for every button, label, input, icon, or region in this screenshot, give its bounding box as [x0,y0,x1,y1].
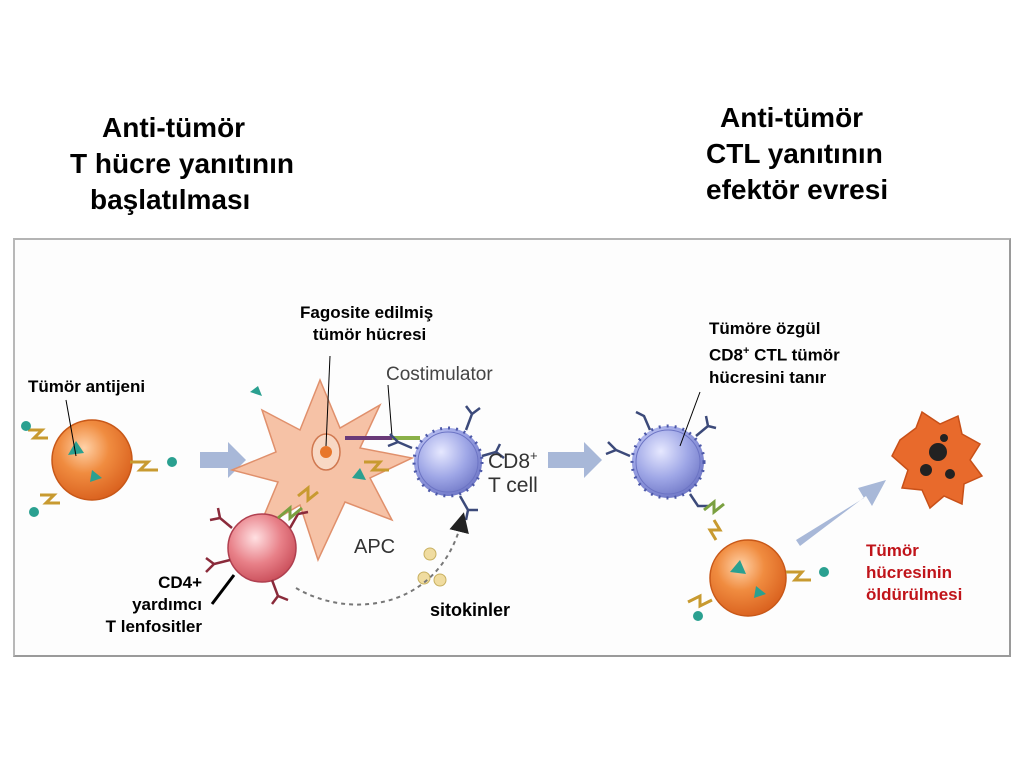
cd4-label-line2: yardımcı [132,595,202,614]
cd8-cell-sup: + [530,448,538,463]
cd8-cell-label-line2: T cell [488,474,538,497]
cd4-label-line3: T lenfositler [105,617,202,636]
phagocytosed-label-line1: Fagosite edilmiş [300,303,434,322]
mhc-receptor-icon [28,428,158,505]
arrow-icon [796,480,886,546]
recognizes-label-line2: CD8+ CTL tümör [709,340,840,367]
phagocytosed-label-line2: tümör hücresi [312,325,427,344]
right-title-line3: efektör evresi [706,174,889,205]
right-title: Anti-tümör CTL yanıtının efektör evresi [706,100,888,208]
cd8-t-cell-right [605,410,725,516]
apc-label: APC [354,536,396,558]
cytokines-label: sitokinler [430,600,511,620]
cd8-cell-label: CD8+ T cell [488,444,538,498]
recognizes-ctl: CTL tümör [749,345,840,365]
kill-label-line1: Tümör [866,541,919,560]
left-title-line3: başlatılması [90,184,251,215]
cytokines [417,547,447,587]
arrow-icon [548,442,602,478]
kill-label-line2: hücresinin [866,563,952,582]
recognizes-label-line3: hücresini tanır [709,367,827,387]
costimulator-label: Costimulator [386,364,493,385]
left-title-line2: T hücre yanıtının [70,148,295,179]
diagram-panel [13,238,1011,657]
recognizes-cd8: CD8 [709,345,744,365]
left-title: Anti-tümör T hücre yanıtının başlatılmas… [70,110,294,218]
right-title-line1: Anti-tümör [720,102,864,133]
tumor-antigen-label: Tümör antijeni [28,377,146,396]
cd4-label: CD4+ yardımcı T lenfositler [70,572,202,638]
apc-cell [229,378,415,563]
cd8-cell-label-line1: CD8+ [488,444,538,474]
cd8-cell-cd8: CD8 [488,450,531,473]
tumor-cell-right [687,519,829,621]
cd4-t-cell [205,504,309,605]
phagocytosed-label: Fagosite edilmiş tümör hücresi [300,302,433,346]
killed-tumor-cell [891,410,984,510]
cd8-t-cell-left [387,405,505,521]
kill-label-line3: öldürülmesi [866,585,963,604]
recognizes-label-line1: Tümöre özgül [709,319,821,338]
right-title-line2: CTL yanıtının [706,138,883,169]
recognizes-label: Tümöre özgül CD8+ CTL tümör hücresini ta… [709,318,840,389]
cd4-label-line1: CD4+ [158,573,202,592]
kill-label: Tümör hücresinin öldürülmesi [866,540,962,606]
recognizes-cd8-sup: + [743,345,750,357]
tumor-cell-left [21,419,177,517]
left-title-line1: Anti-tümör [102,112,246,143]
